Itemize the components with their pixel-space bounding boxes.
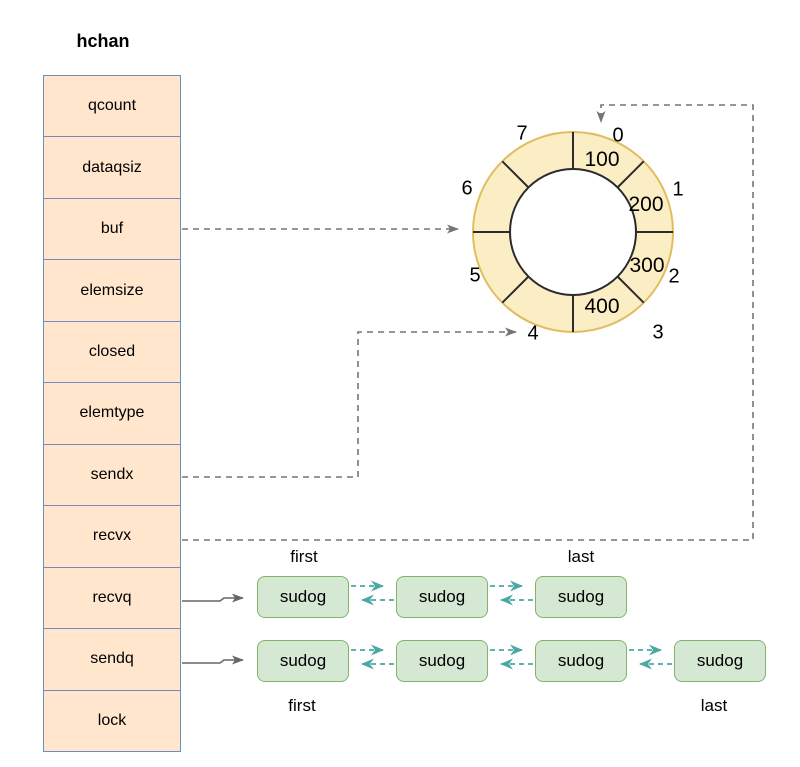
ring-value-slot2: 300: [629, 254, 665, 277]
hchan-field-dataqsiz: dataqsiz: [44, 137, 180, 199]
ring-buffer: [472, 131, 674, 333]
recvq-sudog-node: sudog: [396, 576, 488, 618]
hchan-field-sendx: sendx: [44, 444, 180, 507]
hchan-field-recvq: recvq: [44, 567, 180, 630]
hchan-field-closed: closed: [44, 321, 180, 384]
sendq-sudog-node: sudog: [257, 640, 349, 682]
sendq-sudog-node: sudog: [535, 640, 627, 682]
hchan-field-recvx: recvx: [44, 506, 180, 568]
sendx-pointer-arrow: [182, 327, 517, 478]
ring-slot-label-5: 5: [469, 264, 481, 287]
ring-inner-circle: [509, 168, 637, 296]
ring-value-slot0: 100: [584, 148, 620, 171]
ring-slot-label-0: 0: [612, 124, 624, 147]
ring-slot-label-2: 2: [668, 265, 680, 288]
ring-slot-label-7: 7: [516, 122, 528, 145]
ring-slot-dividers: [473, 132, 673, 332]
sendq-sudog-node: sudog: [674, 640, 766, 682]
hchan-field-qcount: qcount: [44, 76, 180, 138]
hchan-field-lock: lock: [44, 690, 180, 751]
recvq-last-label: last: [567, 547, 595, 566]
ring-value-slot1: 200: [628, 193, 664, 216]
recvq-first-label: first: [290, 547, 318, 566]
ring-value-slot3: 400: [584, 295, 620, 318]
recvx-pointer-arrow: [182, 104, 754, 541]
sendq-first-label: first: [288, 696, 316, 715]
hchan-field-elemtype: elemtype: [44, 383, 180, 445]
hchan-field-sendq: sendq: [44, 629, 180, 691]
hchan-field-elemsize: elemsize: [44, 260, 180, 322]
ring-slot-label-6: 6: [461, 177, 473, 200]
recvq-sudog-node: sudog: [257, 576, 349, 618]
hchan-field-buf: buf: [44, 198, 180, 261]
recvq-sudog-node: sudog: [535, 576, 627, 618]
recvq-pointer-arrow: [182, 593, 244, 603]
sendq-pointer-arrow: [182, 655, 244, 665]
ring-slot-label-4: 4: [527, 322, 539, 345]
sendq-sudog-node: sudog: [396, 640, 488, 682]
ring-slot-label-3: 3: [652, 321, 664, 344]
ring-slot-label-1: 1: [672, 178, 684, 201]
hchan-struct: qcount dataqsiz buf elemsize closed elem…: [43, 75, 181, 752]
sendq-last-label: last: [700, 696, 728, 715]
hchan-title: hchan: [76, 31, 130, 51]
